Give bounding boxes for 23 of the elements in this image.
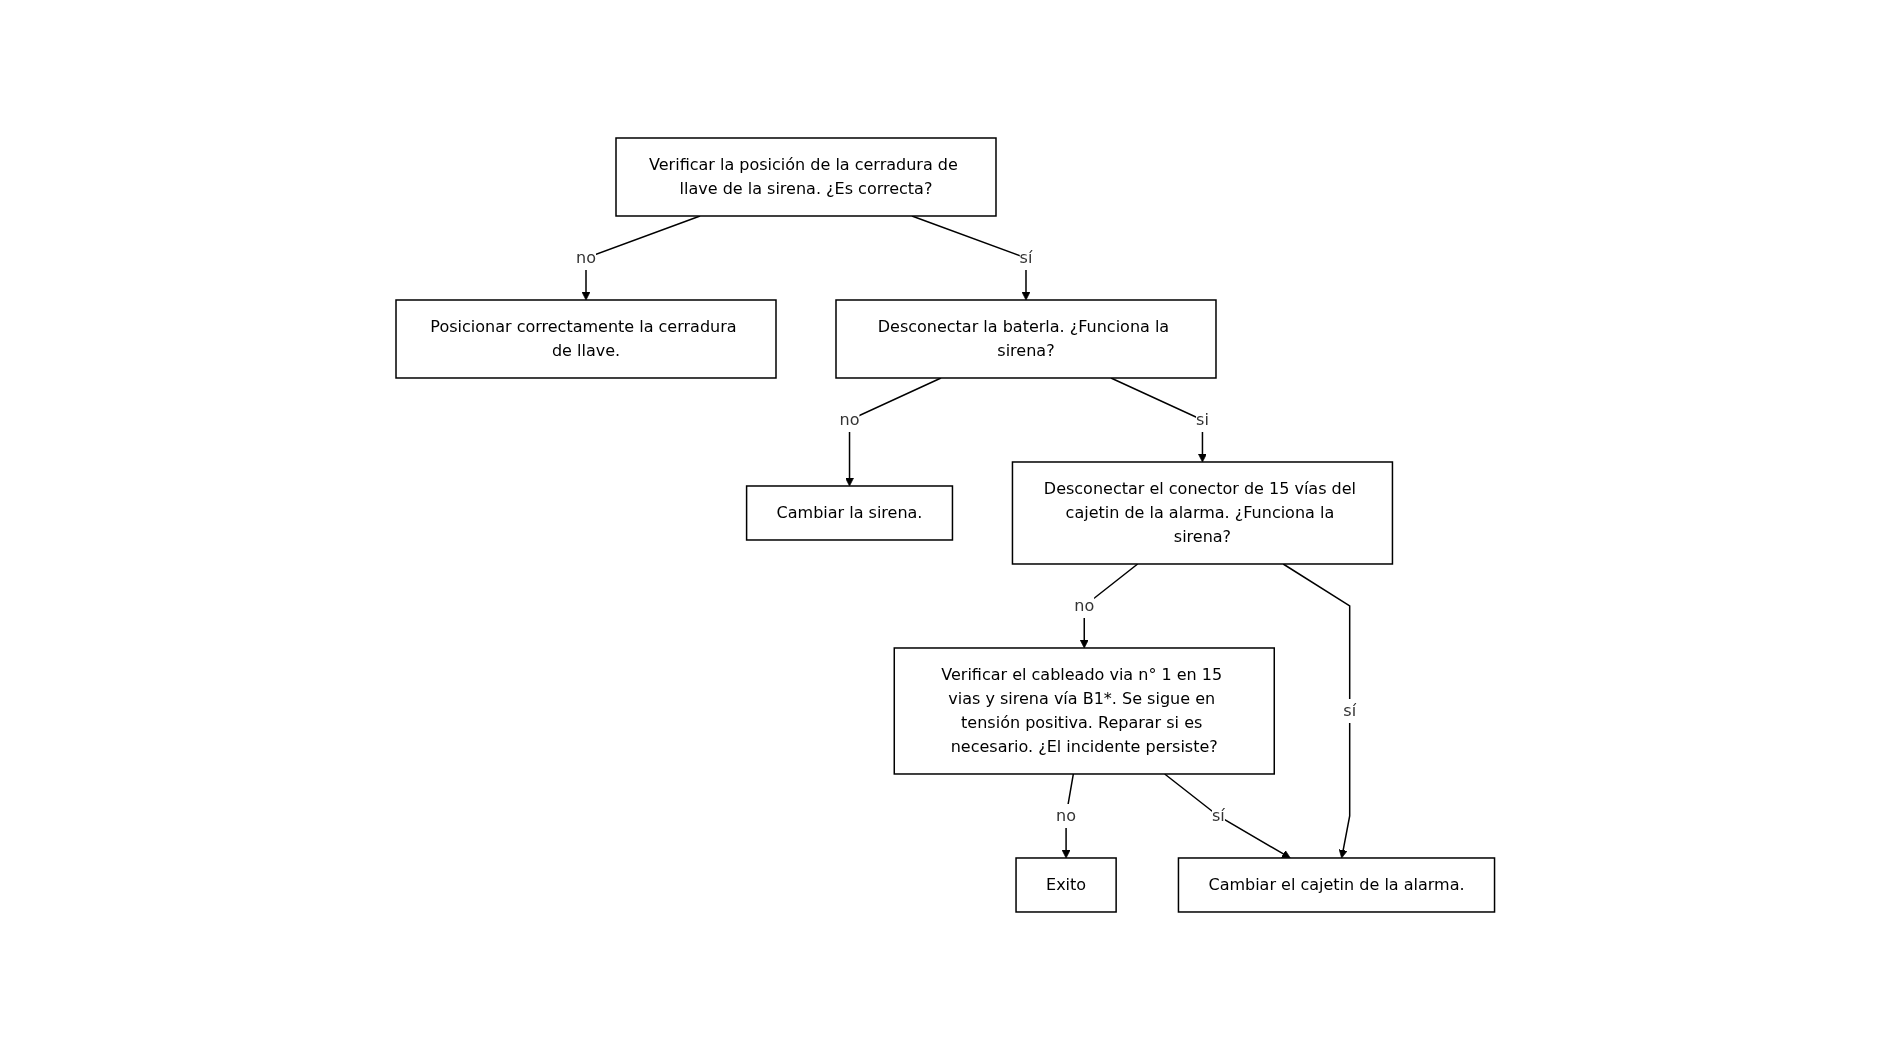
edge-label: sí bbox=[1343, 700, 1356, 720]
node-box: Verificar la posición de la cerradura de llave de la sirena. ¿Es correcta? bbox=[614, 136, 997, 217]
arrow bbox=[1079, 562, 1139, 648]
arrow bbox=[1163, 772, 1291, 858]
edge-label: no bbox=[1074, 595, 1094, 615]
arrow bbox=[581, 214, 701, 300]
node-box: Cambiar la sirena. bbox=[745, 484, 953, 541]
arrow bbox=[1061, 772, 1074, 858]
edge-label: no bbox=[575, 247, 596, 267]
arrow bbox=[1109, 376, 1207, 462]
node-box: Exito bbox=[1015, 856, 1117, 913]
edge-label: si bbox=[1195, 409, 1209, 429]
node-box: Verificar el cableado via n° 1 en 15 vias y sirena vía B1*. Se sigue en tensión positiva. Reparar si es necesario. ¿El incidente persiste? bbox=[893, 646, 1275, 775]
node-box: Posicionar correctamente la cerradura de llave. bbox=[394, 298, 777, 379]
node-box: Desconectar el conector de 15 vías del cajetin de la alarma. ¿Funciona la sirena? bbox=[1011, 460, 1393, 565]
edge-label: no bbox=[1055, 805, 1076, 825]
edge-label: no bbox=[839, 409, 860, 429]
arrow bbox=[1282, 562, 1351, 858]
arrow bbox=[844, 376, 942, 486]
node-box: Cambiar el cajetin de la alarma. bbox=[1177, 856, 1495, 913]
node-box: Desconectar la baterla. ¿Funciona la sirena? bbox=[834, 298, 1217, 379]
edge-label: sí bbox=[1019, 247, 1033, 267]
edge-label: sí bbox=[1211, 805, 1225, 825]
